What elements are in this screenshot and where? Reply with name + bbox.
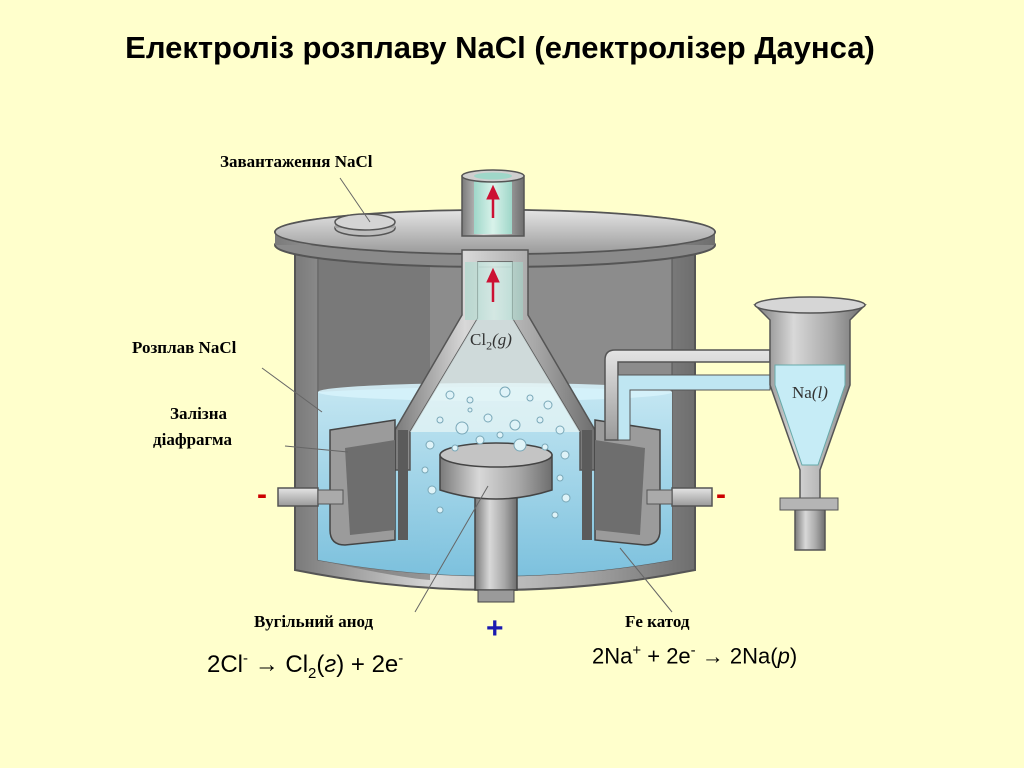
bubble [560, 450, 570, 460]
bubble [475, 435, 485, 445]
sodium-collector [604, 296, 867, 551]
bubble [425, 440, 435, 450]
bubble [483, 413, 493, 423]
minus-sign-right: - [716, 478, 726, 511]
bubble [526, 394, 534, 402]
bubble [543, 400, 553, 410]
cathode-terminals [277, 487, 713, 507]
bubble [436, 416, 444, 424]
carbon-anode [439, 442, 553, 603]
melt-label: Розплав NaCl [132, 338, 237, 357]
bubble [445, 390, 455, 400]
cathode-label: Fe катод [625, 612, 690, 631]
anode-label: Вугільний анод [254, 612, 374, 631]
bubble [427, 485, 437, 495]
bubble [556, 474, 564, 482]
bubble [536, 416, 544, 424]
bubble [466, 396, 474, 404]
bubble [555, 425, 565, 435]
bubble [455, 421, 469, 435]
cathode-equation: 2Na+ + 2e- → 2Na(р) [592, 642, 798, 669]
minus-sign-left: - [257, 478, 267, 511]
bubble [561, 493, 571, 503]
bubble [499, 386, 511, 398]
loading-label: Завантаження NaCl [220, 152, 373, 171]
anode-equation: 2Cl- → Cl2(г) + 2e- [207, 650, 404, 682]
bubble [436, 506, 444, 514]
leader-lines [261, 177, 673, 613]
bubble [496, 431, 504, 439]
diaphragm-label-line2: діафрагма [153, 430, 232, 449]
cl2-gas-label: Cl2(g) [470, 330, 512, 353]
bubble [421, 466, 429, 474]
nacl-loading-hatch [334, 213, 396, 237]
chlorine-bubbles [421, 386, 571, 519]
bubble [467, 407, 473, 413]
plus-sign-anode: + [486, 612, 504, 645]
bubble [513, 438, 527, 452]
bubble [509, 419, 521, 431]
iron-cathode-ring [329, 419, 661, 546]
page-title: Електроліз розплаву NaCl (електролізер Д… [125, 30, 875, 65]
bubble [451, 444, 459, 452]
bubble [541, 443, 549, 451]
diaphragm-label-line1: Залізна [170, 404, 228, 423]
bubble [551, 511, 559, 519]
na-liquid-label: Na(l) [792, 383, 828, 402]
